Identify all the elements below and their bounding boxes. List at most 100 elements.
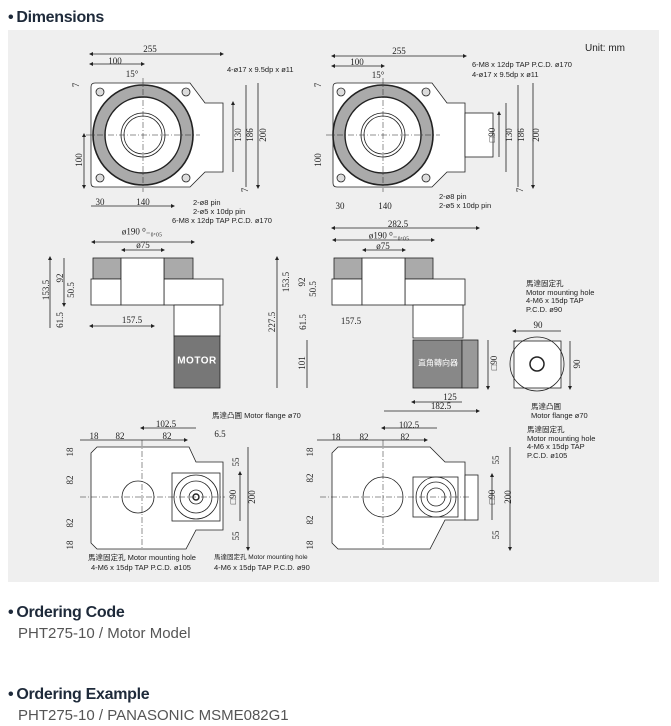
dim-label: 15° bbox=[125, 69, 139, 79]
dim-label: 140 bbox=[136, 197, 150, 207]
gearbox-label: 直角轉向器 bbox=[418, 358, 458, 368]
note: 2-ø8 pin bbox=[439, 192, 467, 201]
dim-label: 82 bbox=[305, 515, 315, 525]
dim-label: 7 bbox=[313, 82, 323, 88]
dim-label: 7 bbox=[240, 187, 250, 193]
dim-label: 255 bbox=[392, 46, 406, 56]
dim-label: 82 bbox=[115, 431, 125, 441]
ordering-example-value: PHT275-10 / PANASONIC MSME082G1 bbox=[18, 707, 289, 724]
note: Motor mounting hole bbox=[527, 434, 596, 443]
dim-label: 102.5 bbox=[398, 420, 420, 430]
dim-label: 130 bbox=[233, 128, 243, 142]
dim-label: 102.5 bbox=[155, 419, 177, 429]
dim-label: 82 bbox=[305, 473, 315, 483]
bottom-view-a bbox=[80, 428, 248, 549]
dim-label: 100 bbox=[313, 153, 323, 167]
top-view-a bbox=[82, 52, 258, 206]
dim-label: 55 bbox=[231, 457, 241, 467]
dim-label: □90 bbox=[228, 489, 238, 505]
bullet: • bbox=[8, 9, 14, 26]
note: 2-ø5 x 10dp pin bbox=[193, 207, 246, 216]
dim-label: 153.5 bbox=[41, 279, 51, 301]
dim-label: 186 bbox=[245, 128, 255, 142]
dim-label: 18 bbox=[65, 447, 75, 457]
dim-label: 125 bbox=[443, 392, 457, 402]
note: 4-M6 x 15dp TAP P.C.D. ø105 bbox=[91, 563, 191, 572]
note: 2-ø5 x 10dp pin bbox=[439, 201, 492, 210]
dim-label: 200 bbox=[503, 490, 513, 504]
bottom-view-b bbox=[317, 428, 510, 549]
note: 6-M8 x 12dp TAP P.C.D. ø170 bbox=[172, 216, 272, 225]
dim-label: 18 bbox=[65, 540, 75, 550]
note: 2-ø8 pin bbox=[193, 198, 221, 207]
note: 4-M6 x 15dp TAP bbox=[526, 296, 584, 305]
dim-label: 90 bbox=[533, 320, 543, 330]
dim-label: 282.5 bbox=[387, 219, 409, 229]
bullet: • bbox=[8, 686, 14, 703]
side-view-b bbox=[277, 226, 570, 411]
note: P.C.D. ø90 bbox=[526, 305, 563, 314]
dim-label: 92 bbox=[55, 273, 65, 283]
top-view-b bbox=[326, 54, 533, 192]
note: 4-ø17 x 9.5dp x ø11 bbox=[227, 65, 294, 74]
dim-label: □90 bbox=[487, 127, 497, 143]
note: 馬達固定孔 Motor mounting hole bbox=[214, 554, 308, 561]
dim-label: 100 bbox=[108, 56, 122, 66]
ordering-code-heading: •Ordering Code bbox=[8, 604, 125, 622]
dim-label: 130 bbox=[504, 128, 514, 142]
dim-label: 82 bbox=[65, 475, 75, 485]
dim-label: 18 bbox=[331, 432, 341, 442]
note: 馬達固定孔 bbox=[527, 425, 565, 434]
note: P.C.D. ø105 bbox=[527, 451, 568, 460]
dim-label: 50.5 bbox=[308, 281, 318, 297]
dim-label: 61.5 bbox=[55, 312, 65, 328]
note: 馬達固定孔 bbox=[526, 279, 564, 288]
dim-label: 101 bbox=[297, 356, 307, 370]
dim-label: 55 bbox=[491, 530, 501, 540]
note: 馬達凸圓 bbox=[531, 402, 561, 411]
dim-label: 15° bbox=[371, 70, 385, 80]
dimensions-heading: •Dimensions bbox=[8, 9, 104, 27]
side-view-a bbox=[50, 240, 224, 389]
note: 4-M6 x 15dp TAP P.C.D. ø90 bbox=[214, 563, 310, 572]
dim-label: 200 bbox=[258, 128, 268, 142]
dimensions-title: Dimensions bbox=[16, 9, 105, 26]
dim-label: 140 bbox=[378, 201, 392, 211]
dim-label: 18 bbox=[305, 540, 315, 550]
dim-label: 153.5 bbox=[281, 271, 291, 293]
dim-label: 30 bbox=[95, 197, 105, 207]
dim-label: 90 bbox=[572, 359, 582, 369]
ordering-example-title: Ordering Example bbox=[16, 686, 150, 703]
ordering-code-value: PHT275-10 / Motor Model bbox=[18, 625, 191, 642]
dim-label: 100 bbox=[74, 153, 84, 167]
dim-label: 30 bbox=[335, 201, 345, 211]
dim-label: □90 bbox=[487, 489, 497, 505]
dim-label: 50.5 bbox=[66, 282, 76, 298]
dim-label: 100 bbox=[350, 57, 364, 67]
dim-label: 157.5 bbox=[340, 316, 362, 326]
dim-label: ø190 ⁰₋₀.₀₅ bbox=[121, 226, 163, 237]
dim-label: 61.5 bbox=[298, 314, 308, 330]
dim-label: 227.5 bbox=[267, 311, 277, 333]
dim-label: 82 bbox=[162, 431, 172, 441]
dim-label: ø190 ⁰₋₀.₀₅ bbox=[368, 230, 410, 241]
note: 6-M8 x 12dp TAP P.C.D. ø170 bbox=[472, 60, 572, 69]
dim-label: 55 bbox=[231, 531, 241, 541]
note: 4-M6 x 15dp TAP bbox=[527, 442, 585, 451]
dim-label: 255 bbox=[143, 44, 157, 54]
note: Motor mounting hole bbox=[526, 288, 595, 297]
dim-label: 6.5 bbox=[214, 429, 226, 439]
ordering-code-title: Ordering Code bbox=[16, 604, 125, 621]
dim-label: 82 bbox=[359, 432, 369, 442]
dim-label: 82 bbox=[65, 518, 75, 528]
ordering-example-heading: •Ordering Example bbox=[8, 686, 150, 704]
dim-label: 182.5 bbox=[430, 401, 452, 411]
note: 馬達凸圓 Motor flange ø70 bbox=[212, 411, 301, 420]
dim-label: 200 bbox=[531, 128, 541, 142]
bullet: • bbox=[8, 604, 14, 621]
dim-label: 186 bbox=[516, 128, 526, 142]
dim-label: ø75 bbox=[376, 241, 390, 251]
dim-label: 7 bbox=[515, 187, 525, 193]
unit-label: Unit: mm bbox=[585, 43, 625, 54]
